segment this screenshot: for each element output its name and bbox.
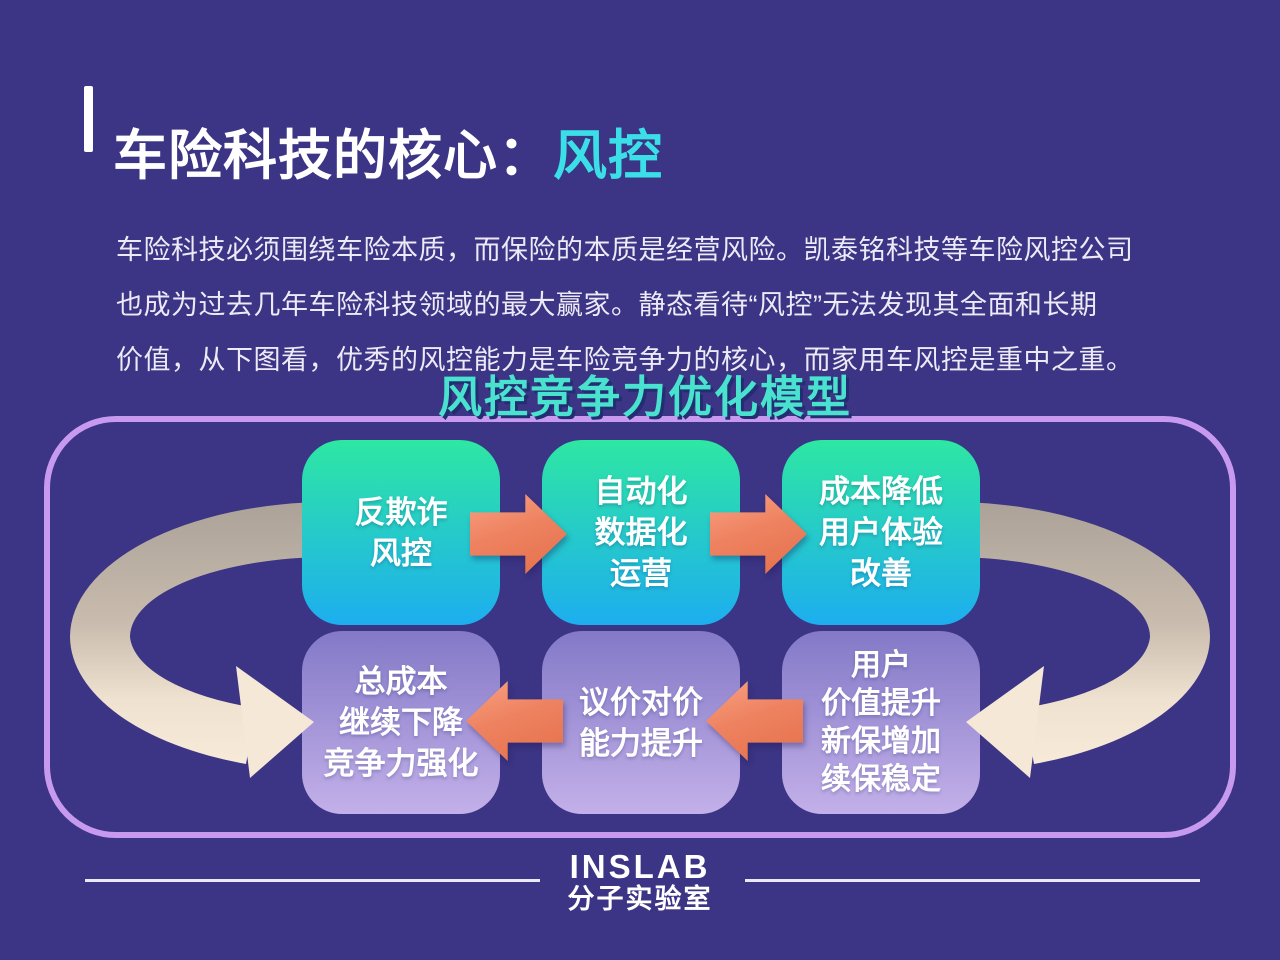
node-label: 议价对价 能力提升 <box>579 684 703 761</box>
footer-divider-right <box>745 879 1200 882</box>
flow-arrow-left-icon <box>466 681 563 761</box>
diagram-frame-border <box>44 416 1236 838</box>
loop-band-right <box>950 502 1210 764</box>
page-title-accent: 风控 <box>553 126 663 187</box>
flow-arrow-left-icon <box>706 681 803 761</box>
page-title-main: 车险科技的核心： <box>113 126 553 187</box>
page-title: 车险科技的核心：风控 <box>113 118 663 194</box>
node-label: 自动化 数据化 运营 <box>594 474 688 591</box>
node-label: 总成本 继续下降 竞争力强化 <box>323 664 479 781</box>
node-label: 用户 价值提升 新保增加 续保稳定 <box>821 648 941 796</box>
node-total-cost-competitiveness: 总成本 继续下降 竞争力强化 <box>302 631 500 814</box>
node-label: 成本降低 用户体验 改善 <box>819 474 943 591</box>
node-label: 反欺诈 风控 <box>354 494 448 571</box>
node-user-value-renewal: 用户 价值提升 新保增加 续保稳定 <box>782 631 980 814</box>
brand-logo: INSLAB <box>569 848 711 885</box>
node-anti-fraud: 反欺诈 风控 <box>302 440 500 625</box>
title-accent-bar <box>84 86 93 152</box>
flow-arrow-right-icon <box>710 494 807 574</box>
loop-band-left <box>70 502 330 764</box>
node-cost-down-ux: 成本降低 用户体验 改善 <box>782 440 980 625</box>
diagram-title: 风控竞争力优化模型 <box>438 373 852 422</box>
brand-logo-chinese: 分子实验室 <box>567 884 713 914</box>
intro-paragraph: 车险科技必须围绕车险本质，而保险的本质是经营风险。凯泰铭科技等车险风控公司 也成… <box>116 235 1134 375</box>
footer-divider-left <box>85 879 540 882</box>
flow-arrow-right-icon <box>470 494 567 574</box>
node-automation-data-ops: 自动化 数据化 运营 <box>542 440 740 625</box>
node-bargaining-power: 议价对价 能力提升 <box>542 631 740 814</box>
